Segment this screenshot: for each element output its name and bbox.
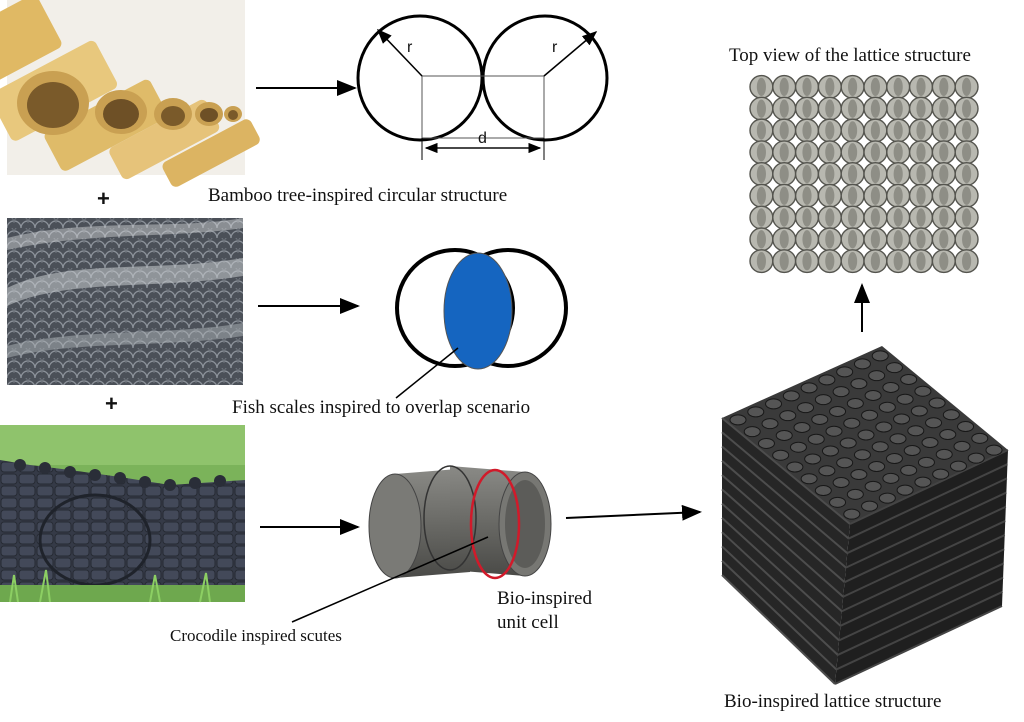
- crocodile-caption: Crocodile inspired scutes: [170, 626, 342, 645]
- top-view-caption: Top view of the lattice structure: [729, 45, 971, 66]
- distance-label: d: [478, 130, 487, 147]
- unit-cell-caption-line1: Bio-inspired: [497, 588, 592, 609]
- fish-caption: Fish scales inspired to overlap scenario: [232, 397, 531, 418]
- plus-sign-2: +: [105, 391, 118, 416]
- plus-sign-1: +: [97, 186, 110, 211]
- radius-label-left: r: [407, 39, 413, 56]
- bamboo-photo: [0, 0, 260, 187]
- bamboo-caption: Bamboo tree-inspired circular structure: [208, 185, 508, 206]
- crocodile-photo: [0, 425, 245, 603]
- fish-scales-photo: [7, 218, 243, 385]
- unit-cell-caption-line2: unit cell: [497, 612, 559, 633]
- lattice-caption: Bio-inspired lattice structure: [724, 691, 942, 712]
- top-view-grid: [749, 74, 979, 274]
- radius-label-right: r: [552, 39, 558, 56]
